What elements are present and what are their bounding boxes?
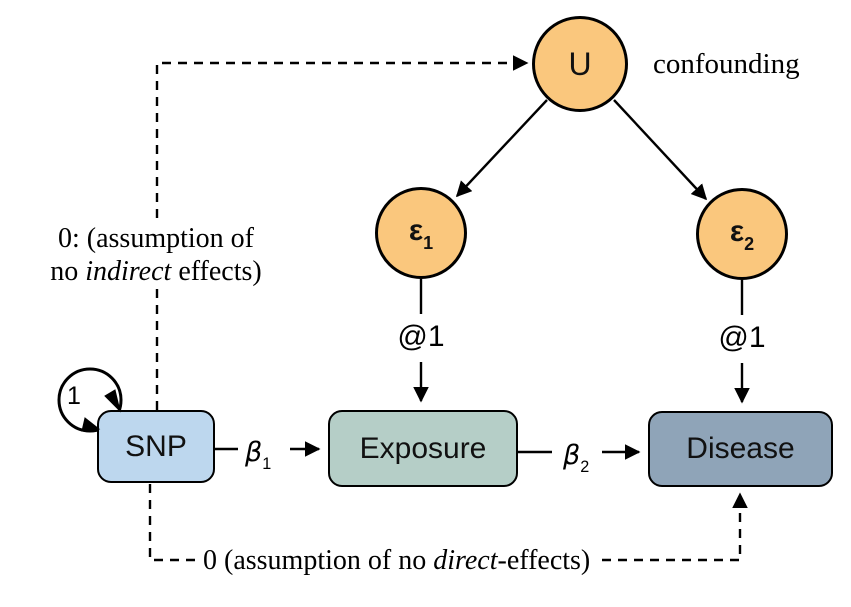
node-disease: Disease (648, 411, 833, 487)
confounding-label: confounding (653, 48, 800, 80)
node-exposure: Exposure (328, 410, 518, 487)
node-error2: ε2 (696, 188, 788, 280)
edge-confounder-to-error1 (455, 99, 548, 198)
no-indirect-effects-note: 0: (assumption of no indirect effects) (13, 222, 299, 289)
edge-confounder-to-error2 (613, 99, 708, 201)
node-exposure-label: Exposure (359, 431, 487, 465)
node-error2-label: ε2 (729, 215, 755, 254)
no-direct-effects-note: 0 (assumption of no direct-effects) (197, 544, 597, 578)
error2-loading-label: @1 (718, 321, 766, 354)
node-disease-label: Disease (686, 432, 795, 465)
node-confounder: U (532, 16, 628, 112)
error1-loading-label: @1 (397, 320, 445, 353)
node-snp-label: SNP (125, 429, 187, 463)
dashed-edge-snp-to-confounder (155, 55, 529, 410)
node-error1: ε1 (375, 187, 467, 279)
variance-loop-label: 1 (67, 382, 81, 410)
node-confounder-label: U (568, 45, 592, 82)
beta2-label: β2 (563, 440, 590, 477)
beta1-label: β1 (245, 437, 272, 474)
node-error1-label: ε1 (408, 214, 434, 253)
node-snp: SNP (97, 410, 215, 483)
